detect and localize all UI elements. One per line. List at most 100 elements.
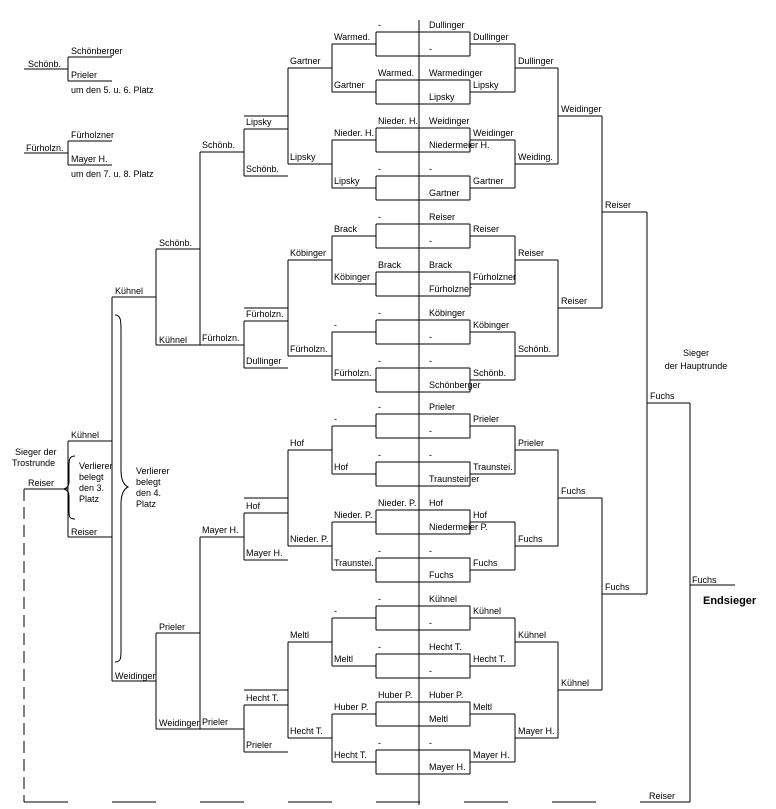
main-entrant: Schönberger (429, 380, 481, 390)
note-3rd-4: Platz (79, 494, 100, 504)
main-r1-winner: Meltl (473, 702, 493, 712)
cons-r2-winner: Prieler (246, 740, 273, 750)
main-r1-winner: Kühnel (473, 606, 502, 616)
place5-pre-label: Schönb. (28, 59, 62, 69)
cons-r1b-winner: - (334, 606, 337, 616)
cons-r3-winner: Schönb. (202, 140, 236, 150)
consolation-winner: Reiser (28, 478, 55, 488)
main-r2-winner: Kühnel (518, 630, 547, 640)
cons-r1b-winner: Meltl (334, 654, 354, 664)
main-entrant: Meltl (429, 714, 449, 724)
main-entrant: Weidinger (429, 116, 470, 126)
main-entrant: - (429, 738, 432, 748)
main-r1-winner: Fuchs (473, 558, 498, 568)
cons-feed-label: - (378, 356, 381, 366)
consolation-semibot-b: Weidinger (159, 718, 200, 728)
place7-pre-label: Fürholzn. (26, 143, 64, 153)
main-winner-title-2: der Hauptrunde (664, 361, 728, 371)
consolation-semibot-a: Prieler (159, 622, 186, 632)
main-r4-winner: Fuchs (605, 582, 630, 592)
consolation-semitop-a: Schönb. (159, 238, 193, 248)
consolation-final-b: Weidinger (115, 671, 156, 681)
final-winner-label: Endsieger (703, 595, 757, 607)
main-r2-winner: Fuchs (518, 534, 543, 544)
main-r1-winner: Fürholzner (473, 272, 517, 282)
main-entrant: Huber P. (429, 690, 464, 700)
consolation-semi-a: Kühnel (71, 430, 100, 440)
main-entrant: - (429, 236, 432, 246)
place5-player-b: Prieler (71, 70, 98, 80)
main-entrant: Mayer H. (429, 762, 466, 772)
main-entrant: Fuchs (429, 570, 454, 580)
cons-r1b-winner: Huber P. (334, 702, 369, 712)
main-winner-title-1: Sieger (682, 348, 709, 358)
cons-r3-winner: Mayer H. (202, 525, 239, 535)
main-r3-winner: Fuchs (561, 486, 586, 496)
consolation-semi-b: Reiser (71, 527, 98, 537)
cons-r1a-winner: Hof (290, 438, 305, 448)
cons-r1b-winner: Lipsky (334, 176, 360, 186)
main-r3-winner: Weidinger (561, 104, 602, 114)
cons-r1b-winner: - (334, 320, 337, 330)
cons-r1b-winner: Brack (334, 224, 358, 234)
cons-feed-label: Nieder. H. (378, 116, 419, 126)
place7-player-a: Fürholzner (71, 130, 115, 140)
place7-caption: um den 7. u. 8. Platz (71, 169, 154, 179)
cons-r2-winner: Hecht T. (246, 693, 279, 703)
cons-r1b-winner: - (334, 414, 337, 424)
main-entrant: Kühnel (429, 594, 458, 604)
main-entrant: Köbinger (429, 308, 466, 318)
final-winner-name: Fuchs (692, 575, 717, 585)
main-r1-winner: Mayer H. (473, 750, 510, 760)
final-opponent: Reiser (649, 791, 676, 801)
place7-player-b: Mayer H. (71, 154, 108, 164)
main-entrant: Prieler (429, 402, 456, 412)
consolation-title-1: Sieger der (15, 447, 57, 457)
cons-r1a-winner: Gartner (290, 56, 321, 66)
cons-r1b-winner: Hof (334, 462, 349, 472)
consolation-semitop-b: Kühnel (159, 335, 188, 345)
cons-r1a-winner: Fürholzn. (290, 344, 328, 354)
cons-feed-label: - (378, 450, 381, 460)
main-r2-winner: Reiser (518, 248, 545, 258)
cons-r1a-winner: Nieder. P. (290, 534, 329, 544)
main-r1-winner: Gartner (473, 176, 504, 186)
cons-r2-winner: Schönb. (246, 164, 280, 174)
consolation-final-a: Kühnel (115, 286, 144, 296)
main-r1-winner: Dullinger (473, 32, 509, 42)
place5-caption: um den 5. u. 6. Platz (71, 85, 154, 95)
main-entrant: - (429, 450, 432, 460)
main-entrant: - (429, 618, 432, 628)
cons-feed-label: - (378, 212, 381, 222)
brace-4th-place (114, 314, 130, 663)
place5-player-a: Schönberger (71, 46, 123, 56)
cons-r1b-winner: Köbinger (334, 272, 371, 282)
consolation-title-2: Trostrunde (12, 458, 56, 468)
cons-r1b-winner: Warmed. (334, 32, 371, 42)
cons-r3-winner: Fürholzn. (202, 333, 240, 343)
main-entrant: Brack (429, 260, 453, 270)
main-entrant: Niedermeier P. (429, 522, 488, 532)
main-entrant: - (429, 426, 432, 436)
note-3rd-3: den 3. (79, 483, 105, 493)
note-4th-3: den 4. (136, 488, 162, 498)
main-entrant: - (429, 666, 432, 676)
main-round-winner: Fuchs (650, 391, 675, 401)
cons-feed-label: - (378, 642, 381, 652)
main-entrant: - (429, 164, 432, 174)
main-r2-winner: Weiding. (518, 152, 553, 162)
cons-feed-label: - (378, 594, 381, 604)
main-r2-winner: Schönb. (518, 344, 552, 354)
main-entrant: Traunsteiner (429, 474, 480, 484)
cons-r1a-winner: Lipsky (290, 152, 316, 162)
cons-feed-label: - (378, 164, 381, 174)
main-entrant: - (429, 332, 432, 342)
cons-feed-label: - (378, 308, 381, 318)
main-r4-winner: Reiser (605, 200, 632, 210)
main-r1-winner: Schönb. (473, 368, 507, 378)
main-r3-winner: Reiser (561, 296, 588, 306)
main-r2-winner: Dullinger (518, 56, 554, 66)
cons-r1b-winner: Nieder. H. (334, 128, 375, 138)
